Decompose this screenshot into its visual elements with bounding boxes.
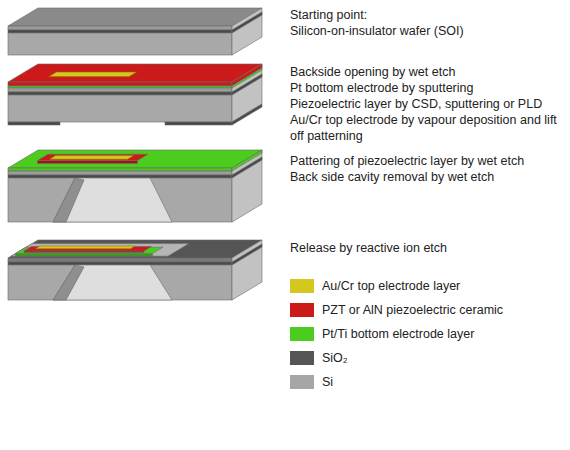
legend-entry: Au/Cr top electrode layer [290,277,565,295]
backside-cavity [53,265,172,300]
oxide-layer [8,175,232,178]
step-description: Pt bottom electrode by sputtering [290,80,562,96]
wafer-side-face [232,150,262,222]
wafer-step-3 [8,150,262,222]
legend-swatch [290,327,314,341]
legend-text: PZT or AlN piezoelectric ceramic [322,301,503,319]
device-si-layer [8,171,232,175]
piezo-top-face [8,64,262,82]
step-description: Back side cavity removal by wet etch [290,169,562,185]
side-oxide-stripe [232,12,262,33]
bottom-electrode-layer [8,86,232,88]
step-description: Pattering of piezoelectric layer by wet … [290,153,562,169]
soi-wafer-step-1 [8,8,262,55]
legend-entry: PZT or AlN piezoelectric ceramic [290,301,565,319]
top-electrode [36,246,136,249]
legend-swatch [290,303,314,317]
oxide-layer [8,262,232,265]
legend-entry: Si [290,373,565,391]
step-description: Starting point: [290,7,562,23]
legend-text: Pt/Ti bottom electrode layer [322,325,474,343]
oxide-top-face [8,240,262,258]
handle-si-layer [8,95,232,122]
cantilever-edge [16,254,153,257]
handle-si-layer [8,178,232,222]
piezo-patch-edge [38,161,138,164]
legend-entry: Pt/Ti bottom electrode layer [290,325,565,343]
electrode-top-face [8,150,262,168]
oxide-layer [8,30,232,33]
legend-swatch [290,351,314,365]
wafer-step-4 [8,240,262,300]
side-oxide-stripe [232,74,262,95]
piezo-patch [38,154,149,160]
cavity-wall [53,178,84,222]
bottom-electrode-layer [8,168,232,171]
legend-entry: SiO₂ [290,349,565,367]
side-oxide-stripe [232,244,262,265]
top-electrode [50,156,134,160]
legend-swatch [290,279,314,293]
backside-mask [165,122,232,125]
step-description: Backside opening by wet etch [290,64,562,80]
device-si-layer [8,258,232,262]
side-oxide-stripe [232,157,262,178]
step-description: Release by reactive ion etch [290,240,562,256]
backside-mask [8,122,60,125]
release-trench [11,244,189,257]
top-electrode [49,72,137,77]
piezo-patch [24,247,152,251]
wafer-side-face [232,8,262,55]
step-description: Piezoelectric layer by CSD, sputtering o… [290,96,562,112]
side-mask-stripe [232,104,262,125]
handle-si-layer [8,265,232,300]
device-si-layer [8,26,232,30]
wafer-side-face [232,240,262,300]
legend-text: Si [322,373,333,391]
step-description: Silicon-on-insulator wafer (SOI) [290,23,562,39]
oxide-layer [8,92,232,95]
step-description: Au/Cr top electrode by vapour deposition… [290,112,562,144]
legend-swatch [290,375,314,389]
legend-text: SiO₂ [322,349,348,367]
device-si-layer [8,88,232,92]
backside-cavity [53,178,172,222]
wafer-step-2 [8,64,262,125]
legend-text: Au/Cr top electrode layer [322,277,460,295]
piezo-layer [8,82,232,86]
handle-si-layer [8,33,232,55]
wafer-top-face [8,8,262,26]
cavity-wall [53,265,84,300]
